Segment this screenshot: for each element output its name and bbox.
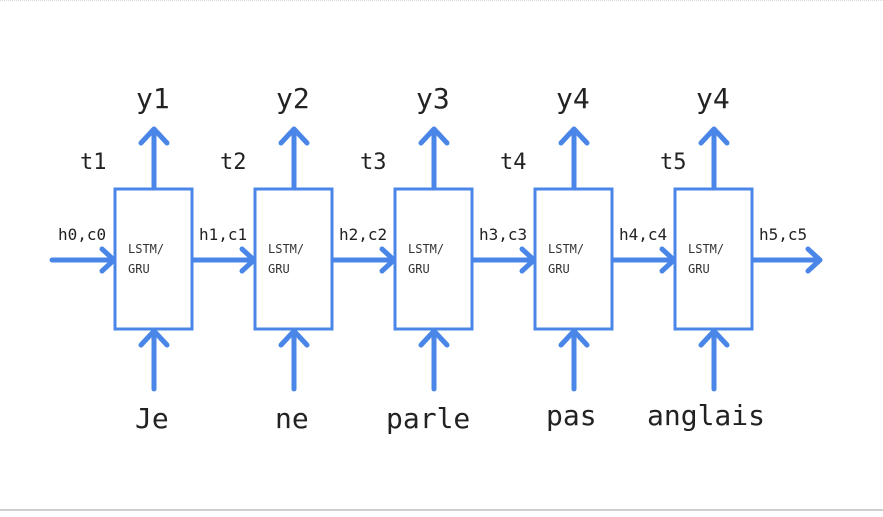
cell-box	[393, 187, 474, 331]
cell-label-line2: GRU	[548, 262, 570, 276]
input-word: pas	[546, 399, 597, 432]
time-label: t5	[660, 150, 687, 175]
output-label: y1	[136, 82, 170, 115]
output-label: y3	[416, 82, 450, 115]
cell-label-line1: LSTM/	[408, 242, 444, 256]
state-arrow-4	[609, 246, 677, 274]
state-arrow-5	[749, 246, 823, 274]
state-arrow-2	[329, 246, 397, 274]
input-word: Je	[135, 402, 169, 435]
state-label-4: h4,c4	[619, 225, 667, 244]
state-arrow-1	[189, 246, 257, 274]
cell-box	[673, 187, 754, 331]
time-label: t1	[80, 150, 107, 175]
cell-box	[533, 187, 614, 331]
state-label-3: h3,c3	[479, 225, 527, 244]
cell-4: LSTM/ GRU y4 t4 pas	[500, 82, 614, 432]
cell-label-line2: GRU	[268, 262, 290, 276]
cell-box	[253, 187, 334, 331]
input-word: ne	[275, 402, 309, 435]
cell-label-line1: LSTM/	[688, 242, 724, 256]
output-label: y2	[276, 82, 310, 115]
state-label-5: h5,c5	[759, 225, 807, 244]
cell-box	[113, 187, 194, 331]
state-label-2: h2,c2	[339, 225, 387, 244]
state-label-0: h0,c0	[58, 225, 106, 244]
cell-1: LSTM/ GRU y1 t1 Je	[80, 82, 194, 435]
cell-label-line2: GRU	[128, 262, 150, 276]
time-label: t2	[220, 150, 247, 175]
cell-label-line1: LSTM/	[548, 242, 584, 256]
output-label: y4	[696, 82, 730, 115]
cell-label-line2: GRU	[408, 262, 430, 276]
cell-label-line1: LSTM/	[128, 242, 164, 256]
cell-3: LSTM/ GRU y3 t3 parle	[360, 82, 474, 435]
state-arrow-3	[469, 246, 537, 274]
state-label-1: h1,c1	[199, 225, 247, 244]
time-label: t4	[500, 150, 527, 175]
output-label: y4	[556, 82, 590, 115]
cell-label-line2: GRU	[688, 262, 710, 276]
cell-label-line1: LSTM/	[268, 242, 304, 256]
cell-2: LSTM/ GRU y2 t2 ne	[220, 82, 334, 435]
state-arrow-0	[49, 246, 117, 274]
cell-5: LSTM/ GRU y4 t5 anglais	[647, 82, 765, 432]
input-word: parle	[386, 402, 470, 435]
input-word: anglais	[647, 399, 765, 432]
time-label: t3	[360, 150, 387, 175]
